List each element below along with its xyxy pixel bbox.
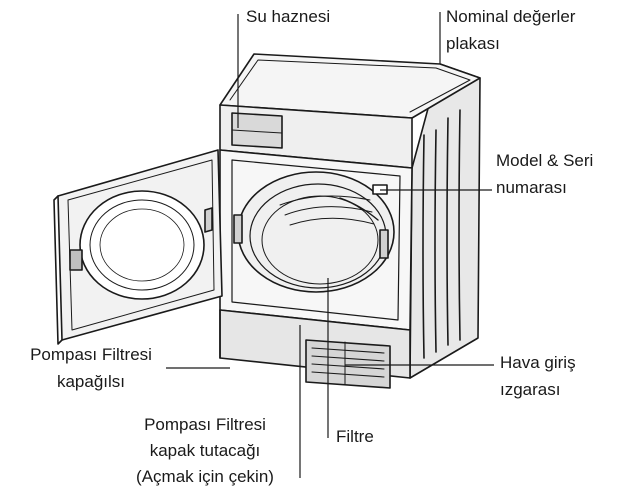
label-pump-filter-handle: Pompası Filtresi kapak tutacağı (Açmak i… — [112, 414, 298, 487]
label-air-intake-line2: ızgarası — [500, 379, 576, 400]
label-pump-filter-cover: Pompası Filtresi kapağılsı — [6, 344, 176, 392]
label-pump-filter-handle-line1: Pompası Filtresi — [112, 414, 298, 435]
door-handle — [70, 250, 82, 270]
label-air-intake-line1: Hava giriş — [500, 352, 576, 373]
label-pump-filter-handle-line2: kapak tutacağı — [112, 440, 298, 461]
label-air-intake: Hava giriş ızgarası — [500, 352, 576, 400]
door-window — [80, 191, 204, 299]
label-water-tank: Su haznesi — [246, 6, 330, 27]
drum-opening — [238, 172, 394, 292]
label-model-serial-line1: Model & Seri — [496, 150, 593, 171]
label-pump-filter-cover-line1: Pompası Filtresi — [6, 344, 176, 365]
label-model-serial: Model & Seri numarası — [496, 150, 593, 198]
label-pump-filter-cover-line2: kapağılsı — [6, 371, 176, 392]
label-rating-plate: Nominal değerler plakası — [446, 6, 575, 54]
label-filter: Filtre — [336, 426, 374, 447]
label-model-serial-line2: numarası — [496, 177, 593, 198]
label-rating-plate-line2: plakası — [446, 33, 575, 54]
label-pump-filter-handle-line3: (Açmak için çekin) — [112, 466, 298, 487]
label-rating-plate-line1: Nominal değerler — [446, 6, 575, 27]
